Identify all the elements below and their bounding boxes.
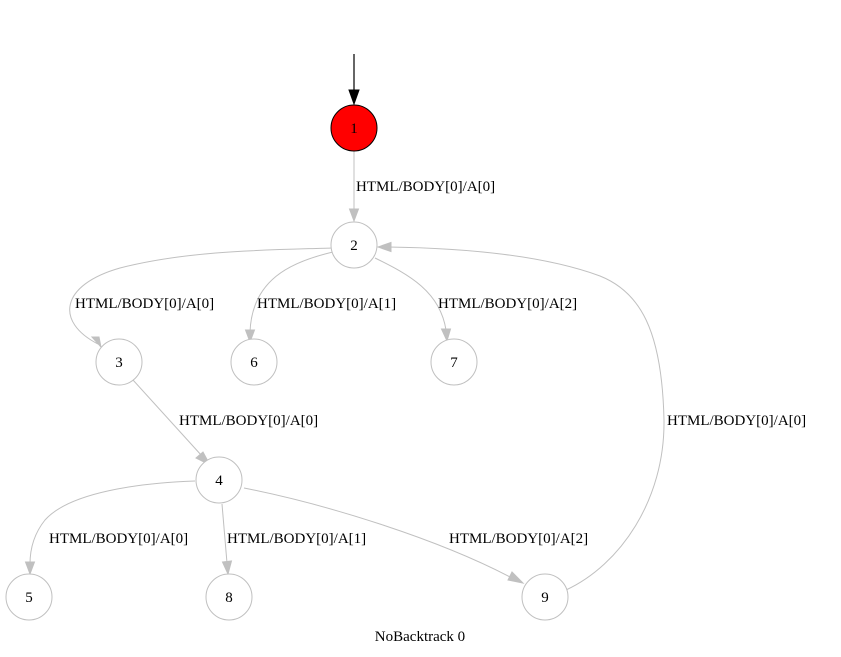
edge-label: HTML/BODY[0]/A[1] bbox=[257, 296, 396, 312]
state-node-8[interactable]: 8 bbox=[205, 573, 253, 621]
edge-label: HTML/BODY[0]/A[0] bbox=[356, 179, 495, 195]
edge-label: HTML/BODY[0]/A[1] bbox=[227, 531, 366, 547]
node-label: 8 bbox=[225, 590, 233, 606]
node-label: 4 bbox=[215, 473, 223, 489]
state-node-3[interactable]: 3 bbox=[95, 338, 143, 386]
edge-4-8: HTML/BODY[0]/A[1] bbox=[221, 503, 366, 576]
node-label: 1 bbox=[350, 121, 358, 137]
edge-4-9: HTML/BODY[0]/A[2] bbox=[243, 487, 588, 584]
state-node-6[interactable]: 6 bbox=[230, 338, 278, 386]
graph-caption: NoBacktrack 0 bbox=[375, 629, 465, 645]
node-label: 7 bbox=[450, 355, 458, 371]
edge-2-6: HTML/BODY[0]/A[1] bbox=[244, 251, 396, 344]
edge-9-2: HTML/BODY[0]/A[0] bbox=[376, 241, 806, 591]
edge-label: HTML/BODY[0]/A[0] bbox=[75, 296, 214, 312]
state-node-1[interactable]: 1 bbox=[330, 104, 378, 152]
state-node-9[interactable]: 9 bbox=[521, 573, 569, 621]
edge-2-3: HTML/BODY[0]/A[0] bbox=[69, 247, 333, 349]
state-node-7[interactable]: 7 bbox=[430, 338, 478, 386]
edge-2-7: HTML/BODY[0]/A[2] bbox=[374, 257, 577, 343]
state-node-4[interactable]: 4 bbox=[195, 456, 243, 504]
edge-label: HTML/BODY[0]/A[2] bbox=[449, 531, 588, 547]
node-label: 9 bbox=[541, 590, 549, 606]
node-label: 6 bbox=[250, 355, 258, 371]
edge-1-2: HTML/BODY[0]/A[0] bbox=[348, 151, 495, 223]
edge-label: HTML/BODY[0]/A[2] bbox=[438, 296, 577, 312]
edge-4-5: HTML/BODY[0]/A[0] bbox=[24, 480, 196, 576]
entry-arrow bbox=[348, 54, 360, 106]
edge-label: HTML/BODY[0]/A[0] bbox=[667, 413, 806, 429]
state-node-5[interactable]: 5 bbox=[5, 573, 53, 621]
edge-label: HTML/BODY[0]/A[0] bbox=[49, 531, 188, 547]
edge-label: HTML/BODY[0]/A[0] bbox=[179, 413, 318, 429]
node-label: 3 bbox=[115, 355, 123, 371]
node-label: 5 bbox=[25, 590, 33, 606]
edge-3-4: HTML/BODY[0]/A[0] bbox=[132, 379, 318, 467]
node-label: 2 bbox=[350, 238, 358, 254]
state-node-2[interactable]: 2 bbox=[330, 221, 378, 269]
